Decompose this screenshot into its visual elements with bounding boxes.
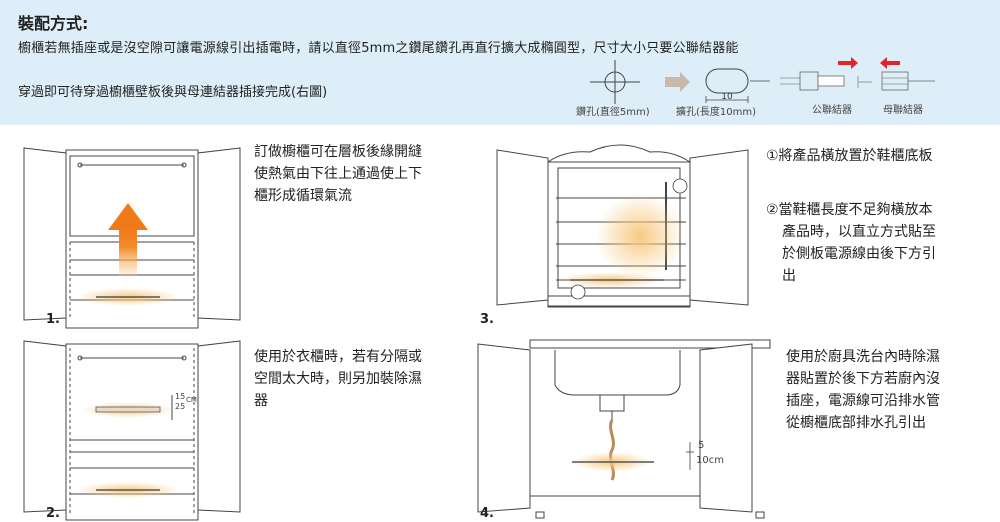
marker-1-icon xyxy=(570,284,586,300)
panel-2-description: 使用於衣櫃時，若有分隔或 空間太大時，則另加裝除濕 器 xyxy=(254,349,422,409)
panel-3-note-2: ②當鞋櫃長度不足夠橫放本 產品時，以直立方式貼至 於側板電源線由後下方引 出 xyxy=(766,202,936,284)
left-arrow-icon xyxy=(880,57,900,69)
section-title: 裝配方式: xyxy=(18,14,89,33)
drain-pipe-icon xyxy=(609,419,615,481)
dehumidifier-horizontal-glow xyxy=(558,272,662,288)
expand-dimension: 10 xyxy=(721,92,733,102)
dehumidifier-glow-sink xyxy=(572,452,652,472)
female-connector-icon xyxy=(881,71,935,91)
connector-diagram: 10 xyxy=(590,57,935,104)
dim-5: 5 xyxy=(698,440,705,451)
instruction-line-2: 穿過即可待穿過櫥櫃壁板後與母連結器插接完成(右圖) xyxy=(18,85,328,100)
instruction-line-1: 櫥櫃若無插座或是沒空隙可讓電源線引出插電時，請以直徑5mm之鑽尾鑽孔再直行擴大成… xyxy=(18,41,739,56)
panel-4-description: 使用於廚具洗台內時除濕 器貼置於後下方若廚內沒 插座，電源線可沿排水管 從櫥櫃底… xyxy=(786,349,940,431)
expanded-hole-icon xyxy=(705,68,770,103)
male-connector-icon xyxy=(780,71,872,91)
panel-1-description: 訂做櫥櫃可在層板後緣開縫 使熱氣由下往上通過使上下 櫃形成循環氣流 xyxy=(254,144,422,204)
right-arrow-icon xyxy=(838,57,858,69)
dim-15: 15 xyxy=(175,392,186,401)
dehumidifier-upper-icon xyxy=(95,406,161,413)
process-arrow-icon xyxy=(665,72,690,92)
female-caption: 母聯結器 xyxy=(883,105,923,116)
airflow-arrow-icon xyxy=(108,203,148,230)
dehumidifier-glow xyxy=(76,288,180,306)
dim-25: 25 xyxy=(175,402,186,411)
male-caption: 公聯結器 xyxy=(812,105,852,116)
cabinet-2 xyxy=(23,340,241,521)
cabinet-4 xyxy=(477,339,771,519)
figure-number-2: 2. xyxy=(46,506,60,521)
dim-unit: CM xyxy=(186,396,197,404)
header-banner: 裝配方式: 櫥櫃若無插座或是沒空隙可讓電源線引出插電時，請以直徑5mm之鑽尾鑽孔… xyxy=(0,0,1000,125)
dim-10cm: 10cm xyxy=(696,455,724,466)
dehumidifier-glow-upper xyxy=(82,402,174,418)
figure-number-3: 3. xyxy=(480,312,494,327)
expand-caption: 擴孔(長度10mm) xyxy=(676,107,757,118)
figure-number-1: 1. xyxy=(46,312,60,327)
drill-caption: 鑽孔(直徑5mm) xyxy=(576,107,650,118)
drill-hole-icon xyxy=(590,60,640,104)
figure-number-4: 4. xyxy=(480,506,494,521)
dehumidifier-vertical-glow xyxy=(596,194,684,278)
cabinet-1 xyxy=(23,147,241,329)
cabinet-3 xyxy=(496,144,749,308)
airflow-arrow-shaft xyxy=(119,228,137,276)
marker-2-icon xyxy=(672,178,688,194)
panel-3-note-1: ①將產品橫放置於鞋櫃底板 xyxy=(766,148,933,164)
dehumidifier-glow-lower xyxy=(76,482,180,498)
